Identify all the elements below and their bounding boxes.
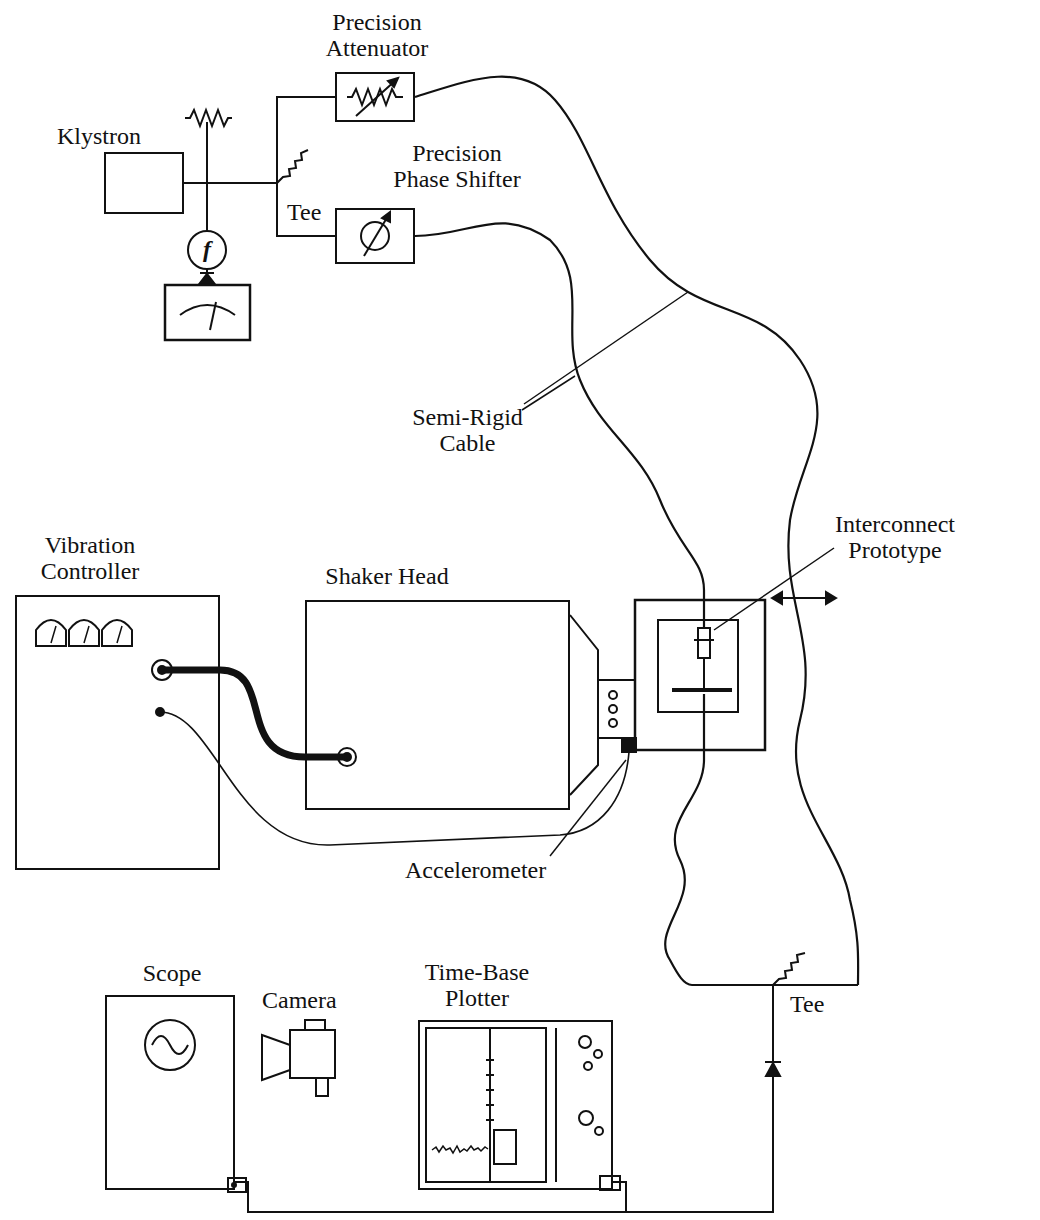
plotter-details [494,1130,516,1164]
shaker-details [780,597,828,599]
shaker-head: Shaker Head [305,600,570,810]
detector-tee [626,1076,773,1212]
detector-tee [766,1063,780,1076]
accelerometer [622,738,636,752]
scope-details [145,1020,246,1192]
node-heading: Scope [143,961,202,987]
coupler-resistor [185,110,232,183]
node-heading: Precision Attenuator [312,10,442,62]
detector-meter [165,285,250,340]
detector-tee [765,1061,781,1063]
shaker-details [698,628,710,658]
camera-icon [316,1078,328,1096]
leader-line [524,292,688,404]
plotter-details [432,1146,488,1153]
scope-details [152,1036,188,1054]
node-heading: Shaker Head [325,564,448,590]
plotter-details [595,1127,603,1135]
phase-shifter-symbol [361,212,390,256]
plotter-box: Time-Base Plotter [418,1020,613,1190]
node-heading: Klystron [57,124,141,150]
scope-box: Scope [105,995,235,1190]
plotter-details [584,1062,592,1070]
coupler-resistor [185,110,232,126]
phase-shifter-box: Precision Phase Shifter [335,208,415,264]
coupler-resistor [206,122,208,183]
node-heading: Vibration Controller [25,533,155,585]
shaker-details [703,658,705,690]
detector-meter [200,274,214,283]
cable-label: Semi-Rigid Cable [405,405,530,457]
shaker-details [658,620,738,712]
attenuator-symbol [388,78,398,87]
shaker-details [343,753,351,761]
signal-line [235,1182,626,1212]
signal-line [184,97,335,183]
camera-icon [290,1030,335,1078]
tee-resistor [277,150,308,183]
tee-resistor [277,150,308,183]
controller-meters [51,626,122,643]
detector-tee [772,985,774,1062]
detector-meter [165,270,250,340]
plotter-details [579,1111,593,1125]
phase-shifter-symbol [382,212,390,222]
camera-icon [305,1020,325,1030]
plotter-details [426,1028,620,1190]
controller-meters [162,667,220,674]
node-heading: Time-Base Plotter [417,960,537,1012]
accelerometer [160,712,629,845]
shaker-details [694,639,714,641]
plotter-details [486,1060,494,1120]
shaker-details [338,748,356,766]
signal-line [184,183,335,236]
shaker-details [672,688,732,692]
camera-icon [262,1020,335,1096]
shaker-details [609,719,617,727]
shaker-details [305,592,836,795]
tee-label: Tee [287,200,321,226]
part-label: Interconnect Prototype [805,512,985,564]
shaker-details [609,705,617,713]
shaker-details [609,691,617,699]
accelerometer [160,712,636,845]
klystron-box: Klystron [104,152,184,214]
shaker-details [635,600,765,750]
semi-rigid-cable [415,77,858,985]
drive-cable [220,670,305,757]
detector-tee [626,953,805,1212]
camera-icon [262,1035,290,1080]
plotter-details [579,1036,591,1048]
attenuator-symbol [356,80,396,116]
shaker-details [570,615,598,795]
attenuator-symbol [347,89,403,105]
camera-label: Camera [262,988,337,1014]
plotter-details [594,1050,602,1058]
part-label: Accelerometer [405,858,546,884]
node-heading: Precision Phase Shifter [387,141,527,193]
shaker-details [772,592,782,604]
detector-meter [200,272,214,274]
detector-tee [773,953,805,985]
vibration-controller: Vibration Controller [15,595,220,870]
scope-details [145,1020,195,1070]
signal-line [184,183,207,230]
detector-meter [180,305,235,315]
phase-shifter-symbol [364,216,388,256]
node-text: f [203,237,211,263]
attenuator-symbol [347,78,403,116]
semi-rigid-cable [665,694,858,985]
semi-rigid-cable [415,77,858,985]
leader-line [714,548,834,630]
shaker-details [598,680,635,738]
frequency-meter: f [187,230,227,270]
shaker-details [826,592,836,604]
detector-meter [210,302,216,330]
leader-line [522,376,575,410]
plotter-details [426,1028,546,1182]
tee-label: Tee [790,992,824,1018]
controller-meters [36,620,220,716]
plotter-details [555,1028,557,1182]
attenuator-box: Precision Attenuator [335,72,415,122]
